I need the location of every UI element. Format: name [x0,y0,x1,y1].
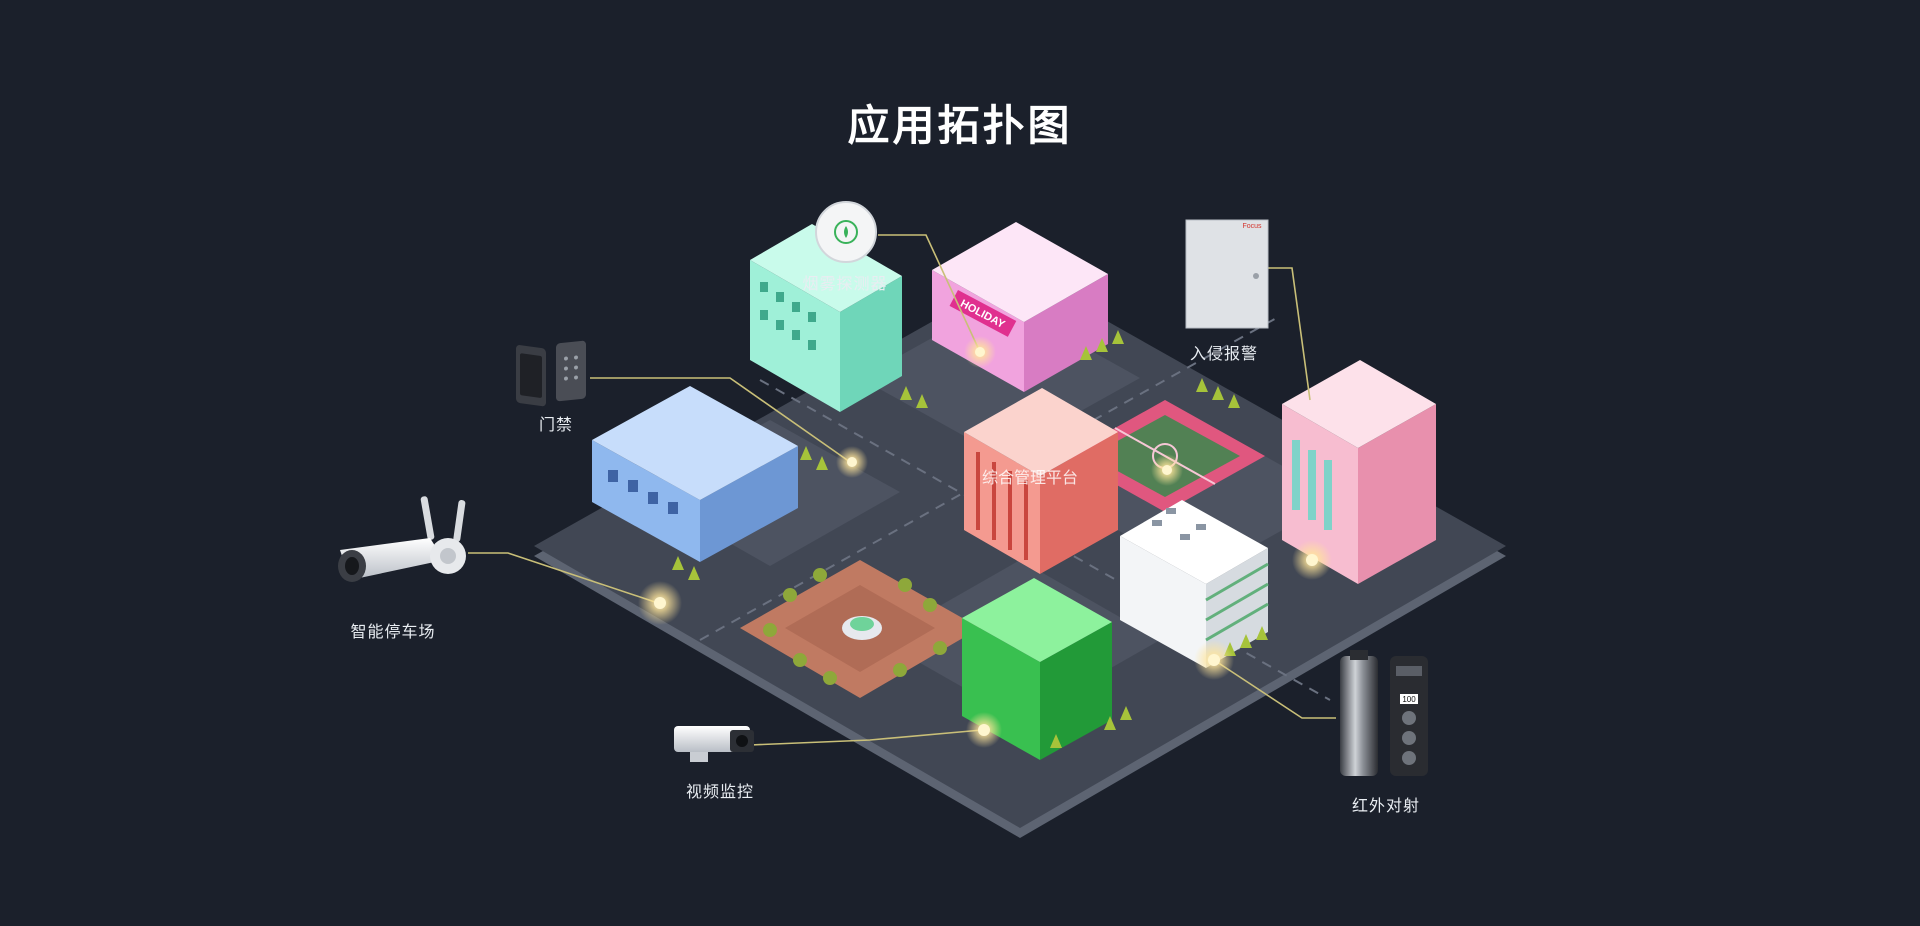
connector-video-surveillance [749,729,983,746]
surveillance-camera-icon [674,726,754,762]
park-plaza [740,560,980,698]
building-white-green [1120,500,1269,668]
building-red-striped [964,388,1118,574]
label-access-control: 门禁 [538,415,574,434]
panel-brand-label: Focus [1242,223,1262,230]
building-light-blue [592,386,798,562]
parking-camera-icon [338,496,466,582]
center-platform-label: 综合管理平台 [981,468,1079,487]
access-reader-icon [516,340,586,407]
connector-smart-parking [468,552,659,604]
building-mint-tower [750,224,902,412]
infrared-beam-icon: 100 [1340,650,1428,776]
connectors [468,234,1336,746]
alarm-panel-icon: Focus [1185,219,1269,329]
page-title: 应用拓扑图 [847,101,1073,150]
connector-intrusion-alarm [1262,267,1311,401]
signal-nodes [638,336,1332,748]
smoke-detector-icon [815,201,877,263]
label-intrusion-alarm: 入侵报警 [1189,344,1259,363]
label-smart-parking: 智能停车场 [350,622,436,641]
connector-access-control [590,377,851,463]
label-smoke-detector: 烟雾探测器 [802,274,888,293]
label-video-surveillance: 视频监控 [685,782,755,801]
label-infrared-beam: 红外对射 [1351,796,1421,815]
connector-infrared-beam [1213,659,1336,719]
trees [672,330,1268,748]
beam-badge: 100 [1402,695,1416,704]
building-holiday: HOLIDAY [932,222,1108,392]
connector-smoke-detector [878,234,981,353]
building-pink-tall [1282,360,1436,584]
